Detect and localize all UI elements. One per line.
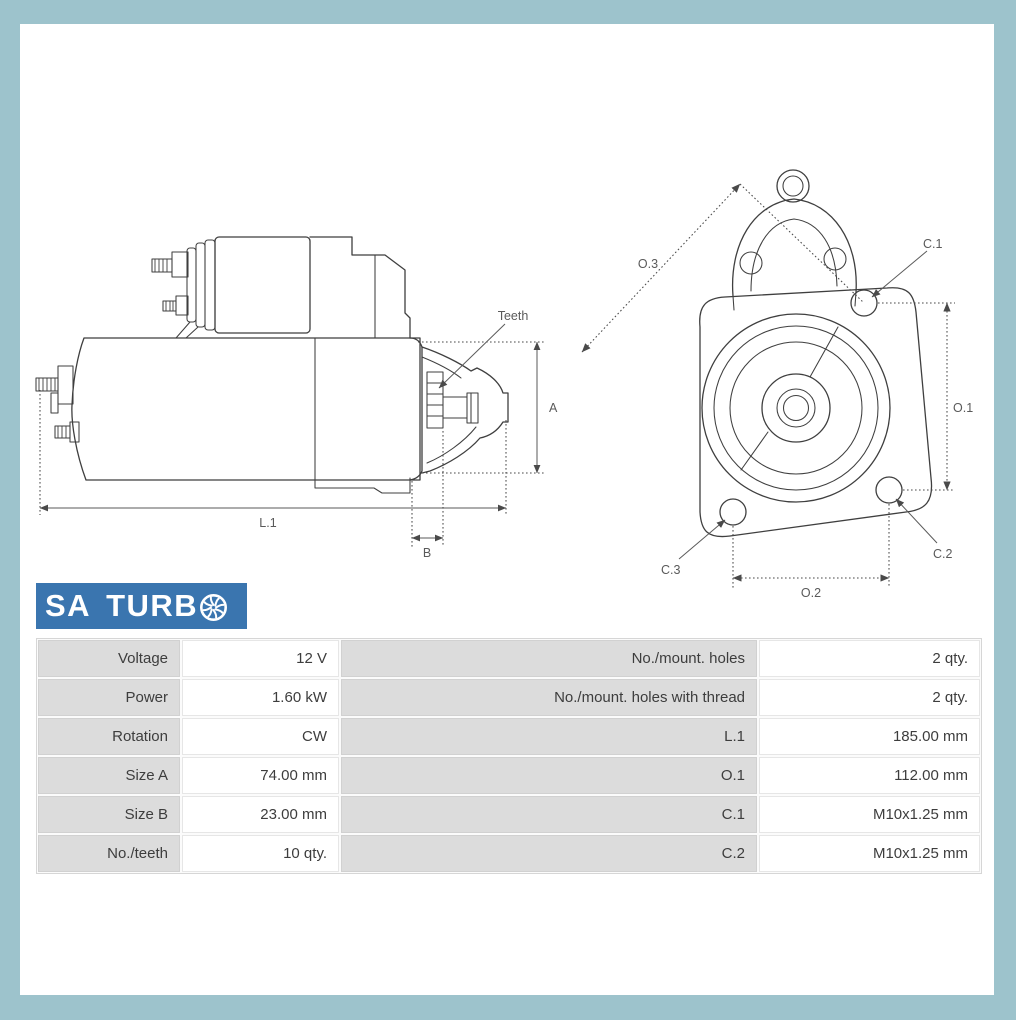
hole-c2 (875, 476, 903, 504)
spec-label: No./mount. holes (341, 640, 757, 677)
dimension-b: B (411, 431, 444, 560)
spec-label: Power (38, 679, 180, 716)
spec-label: Rotation (38, 718, 180, 755)
spec-value: 112.00 mm (759, 757, 980, 794)
spec-value: 185.00 mm (759, 718, 980, 755)
table-row: No./teeth 10 qty. C.2 M10x1.25 mm (38, 835, 980, 872)
dim-label-a: A (549, 401, 558, 415)
spec-value: M10x1.25 mm (759, 835, 980, 872)
center-bore (701, 313, 891, 503)
dim-label-o2: O.2 (801, 586, 821, 600)
spec-value: M10x1.25 mm (759, 796, 980, 833)
turbo-wheel-icon (200, 593, 228, 621)
spec-value: 1.60 kW (182, 679, 339, 716)
spec-label: C.2 (341, 835, 757, 872)
spec-label: L.1 (341, 718, 757, 755)
spec-label: No./mount. holes with thread (341, 679, 757, 716)
spec-label: O.1 (341, 757, 757, 794)
dim-label-b: B (423, 546, 431, 560)
spec-value: 2 qty. (759, 679, 980, 716)
spec-label: C.1 (341, 796, 757, 833)
callout-c3: C.3 (661, 519, 726, 577)
spec-label: No./teeth (38, 835, 180, 872)
drive-end-pinion (409, 337, 509, 481)
content-panel: L.1 A B Teeth (20, 24, 994, 995)
table-row: Size A 74.00 mm O.1 112.00 mm (38, 757, 980, 794)
table-row: Voltage 12 V No./mount. holes 2 qty. (38, 640, 980, 677)
dimension-o2: O.2 (732, 504, 890, 600)
motor-body (71, 337, 421, 494)
dimension-a: A (418, 341, 558, 474)
spec-label: Size B (38, 796, 180, 833)
teeth-label: Teeth (498, 309, 529, 323)
hole-c1 (850, 289, 878, 317)
callout-label-c2: C.2 (933, 547, 953, 561)
side-view-drawing: L.1 A B Teeth (35, 236, 558, 560)
rear-terminal-studs (35, 365, 80, 443)
spec-label: Size A (38, 757, 180, 794)
spec-value: 23.00 mm (182, 796, 339, 833)
dim-label-l1: L.1 (259, 516, 276, 530)
callout-c1: C.1 (871, 237, 943, 298)
logo-text-turb: TURB (106, 588, 199, 623)
spec-label: Voltage (38, 640, 180, 677)
top-bracket (731, 169, 857, 311)
spec-value: 10 qty. (182, 835, 339, 872)
table-row: Power 1.60 kW No./mount. holes with thre… (38, 679, 980, 716)
spec-value: CW (182, 718, 339, 755)
hole-c3 (719, 498, 747, 526)
table-row: Size B 23.00 mm C.1 M10x1.25 mm (38, 796, 980, 833)
table-row: Rotation CW L.1 185.00 mm (38, 718, 980, 755)
spec-value: 2 qty. (759, 640, 980, 677)
callout-c2: C.2 (895, 498, 953, 561)
spec-value: 74.00 mm (182, 757, 339, 794)
front-view-drawing: O.3 O.1 O.2 C.1 C.2 C.3 (581, 169, 973, 600)
drive-housing-upper (309, 236, 411, 339)
dimension-l1: L.1 (39, 390, 507, 530)
dim-label-o1: O.1 (953, 401, 973, 415)
brand-logo: SA TURB (36, 583, 247, 629)
dimension-o3: O.3 (581, 183, 865, 353)
callout-label-c3: C.3 (661, 563, 681, 577)
spec-table: Voltage 12 V No./mount. holes 2 qty. Pow… (36, 638, 982, 874)
dimension-o1: O.1 (878, 302, 973, 491)
callout-label-c1: C.1 (923, 237, 943, 251)
spec-value: 12 V (182, 640, 339, 677)
teeth-callout: Teeth (438, 309, 529, 389)
logo-text-sa: SA (45, 588, 92, 623)
solenoid (151, 236, 311, 339)
dim-label-o3: O.3 (638, 257, 658, 271)
